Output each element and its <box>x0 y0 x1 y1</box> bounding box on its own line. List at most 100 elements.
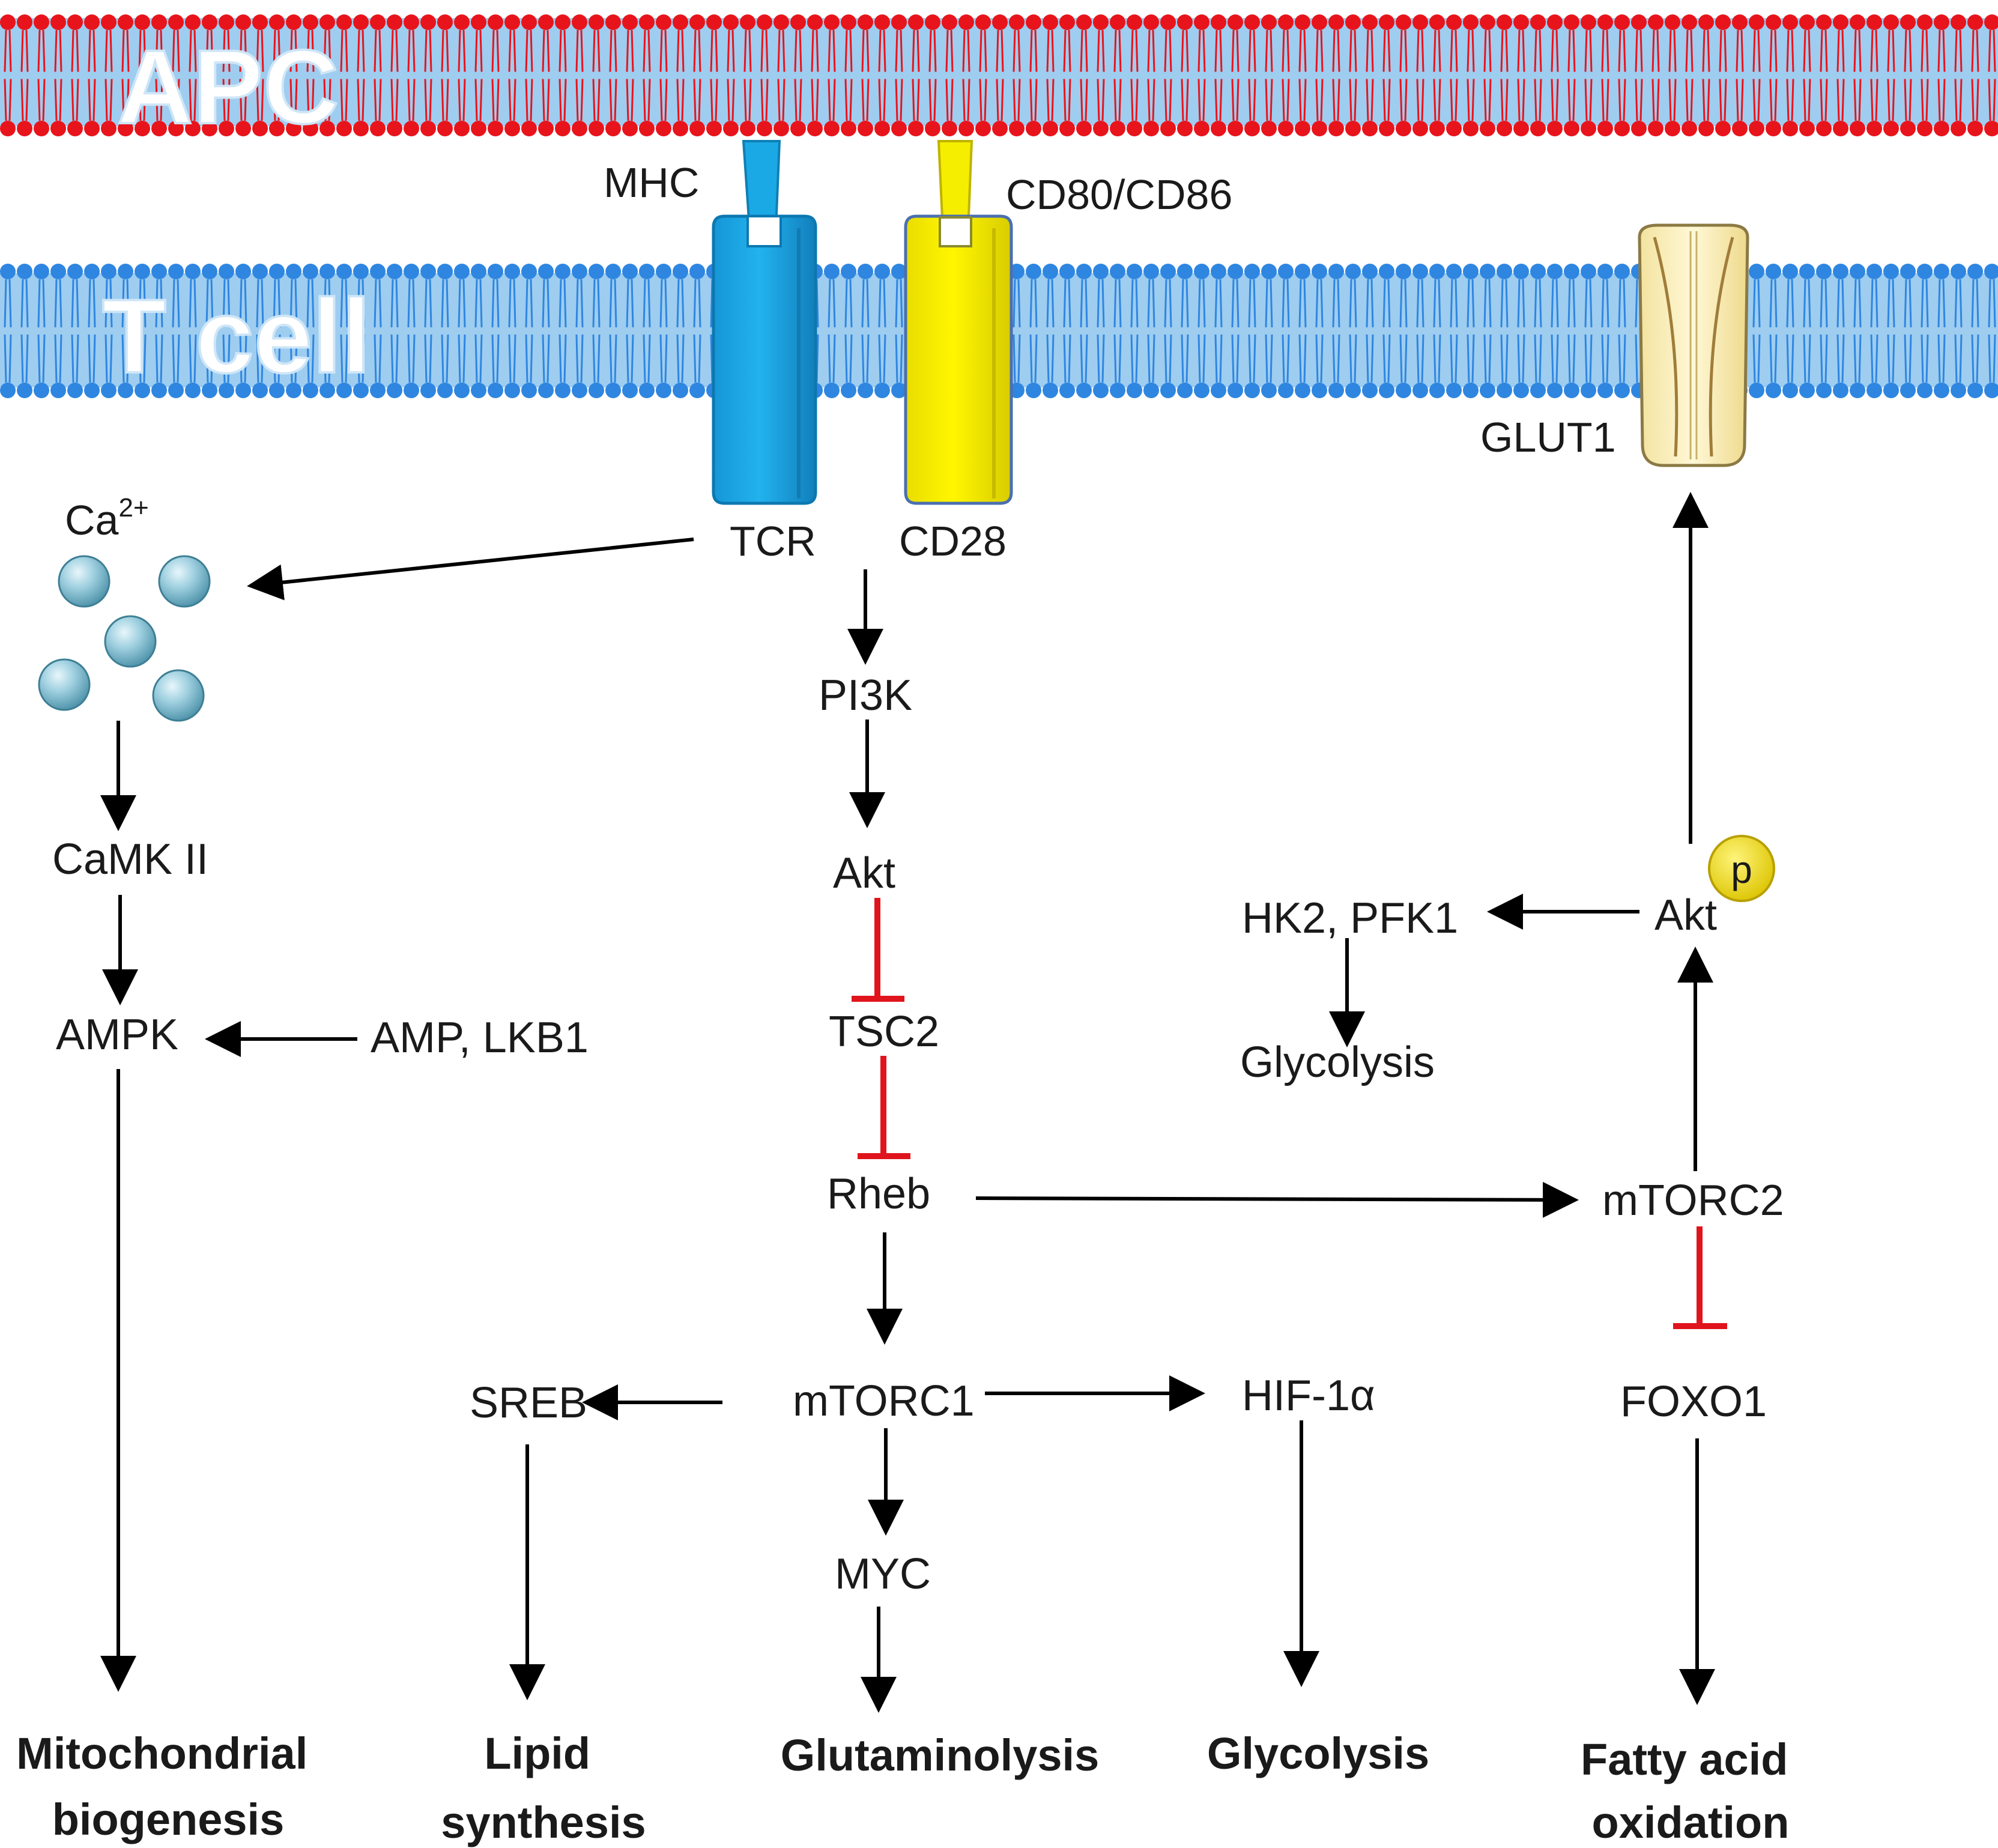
lipid-head <box>1043 121 1058 136</box>
lipid-tail <box>580 79 584 121</box>
inhibit-tsc2-rheb <box>858 1056 910 1159</box>
lipid-head <box>1530 383 1546 398</box>
lipid-tail <box>1488 29 1492 72</box>
lipid-head <box>942 121 957 136</box>
lipid-tail <box>1051 334 1055 383</box>
lipid-tail <box>883 29 886 72</box>
lipid-head <box>1682 14 1697 30</box>
lipid-tail <box>1841 334 1845 383</box>
lipid-tail <box>294 29 298 72</box>
lipid-head <box>1799 383 1815 398</box>
lipid-tail <box>1685 29 1689 72</box>
lipid-head <box>1782 14 1798 30</box>
lipid-head <box>1564 383 1579 398</box>
lipid-head <box>168 383 184 398</box>
lipid-tail <box>575 29 579 72</box>
lipid-tail <box>1589 279 1593 328</box>
tcr-label: TCR <box>730 518 816 565</box>
lipid-tail <box>743 29 747 72</box>
lipid-head <box>1530 14 1546 30</box>
lipid-tail <box>1707 29 1710 72</box>
lipid-tail <box>1320 79 1324 121</box>
lipid-tail <box>1942 79 1946 121</box>
lipid-tail <box>878 79 882 121</box>
lipid-tail <box>1736 79 1739 121</box>
lipid-head <box>1328 121 1344 136</box>
lipid-head <box>1160 383 1176 398</box>
fatty-acid-oxidation-label: Fatty acid oxidation <box>1581 1734 1800 1847</box>
lipid-head <box>1782 383 1798 398</box>
lipid-head <box>1614 14 1630 30</box>
lipid-tail <box>177 334 180 383</box>
lipid-tail <box>1029 29 1033 72</box>
lipid-head <box>1497 14 1512 30</box>
lipid-tail <box>508 29 512 72</box>
lipid-tail <box>239 29 243 72</box>
lipid-tail <box>1197 334 1201 383</box>
lipid-tail <box>1539 279 1542 328</box>
lipid-tail <box>832 29 836 72</box>
lipid-tail <box>765 79 769 121</box>
lipid-head <box>656 383 671 398</box>
lipid-tail <box>88 334 91 383</box>
lipid-tail <box>1589 334 1593 383</box>
lipid-head <box>1328 264 1344 279</box>
lipid-tail <box>1471 279 1475 328</box>
lipid-tail <box>462 79 466 121</box>
lipid-tail <box>126 29 130 72</box>
lipid-tail <box>1185 279 1189 328</box>
lipid-head <box>269 264 285 279</box>
lipid-tail <box>1467 29 1470 72</box>
lipid-tail <box>1315 79 1319 121</box>
lipid-tail <box>76 334 79 383</box>
lipid-head <box>1900 264 1916 279</box>
lipid-tail <box>1034 279 1038 328</box>
lipid-tail <box>345 334 348 383</box>
lipid-head <box>101 14 117 30</box>
lipid-tail <box>530 29 533 72</box>
lipid-head <box>370 383 386 398</box>
lipid-tail <box>256 29 259 72</box>
lipid-head <box>1513 264 1529 279</box>
lipid-tail <box>479 79 483 121</box>
lipid-tail <box>1651 29 1655 72</box>
lipid-tail <box>323 279 327 328</box>
lipid-tail <box>1757 29 1761 72</box>
lipid-tail <box>1387 334 1391 383</box>
lipid-tail <box>306 279 310 328</box>
tsc2-label: TSC2 <box>829 1008 939 1056</box>
lipid-head <box>118 121 133 136</box>
lipid-head <box>1967 14 1983 30</box>
lipid-tail <box>1169 79 1172 121</box>
lipid-tail <box>193 279 197 328</box>
lipid-head <box>908 14 924 30</box>
lipid-tail <box>1101 279 1105 328</box>
lipid-head <box>269 383 285 398</box>
lipid-head <box>151 264 167 279</box>
inhibit-mtorc2-foxo1 <box>1673 1226 1727 1329</box>
lipid-tail <box>984 29 987 72</box>
lipid-tail <box>1231 334 1235 383</box>
lipid-tail <box>1147 279 1151 328</box>
lipid-head <box>1799 264 1815 279</box>
lipid-tail <box>794 79 798 121</box>
lipid-head <box>975 121 991 136</box>
lipid-tail <box>950 79 954 121</box>
lipid-head <box>1127 383 1142 398</box>
lipid-tail <box>289 279 293 328</box>
lipid-tail <box>1130 79 1134 121</box>
lipid-tail <box>563 279 567 328</box>
lipid-tail <box>1354 334 1357 383</box>
lipid-tail <box>1937 29 1941 72</box>
lipid-head <box>572 383 587 398</box>
lipid-head <box>1900 383 1916 398</box>
lipid-tail <box>1791 334 1794 383</box>
lipid-tail <box>256 334 259 383</box>
lipid-head <box>1749 383 1764 398</box>
lipid-tail <box>525 334 528 383</box>
lipid-head <box>1967 383 1983 398</box>
lipid-tail <box>1853 79 1857 121</box>
lipid-tail <box>1320 29 1324 72</box>
lipid-head <box>1043 383 1058 398</box>
lipid-tail <box>1483 334 1487 383</box>
